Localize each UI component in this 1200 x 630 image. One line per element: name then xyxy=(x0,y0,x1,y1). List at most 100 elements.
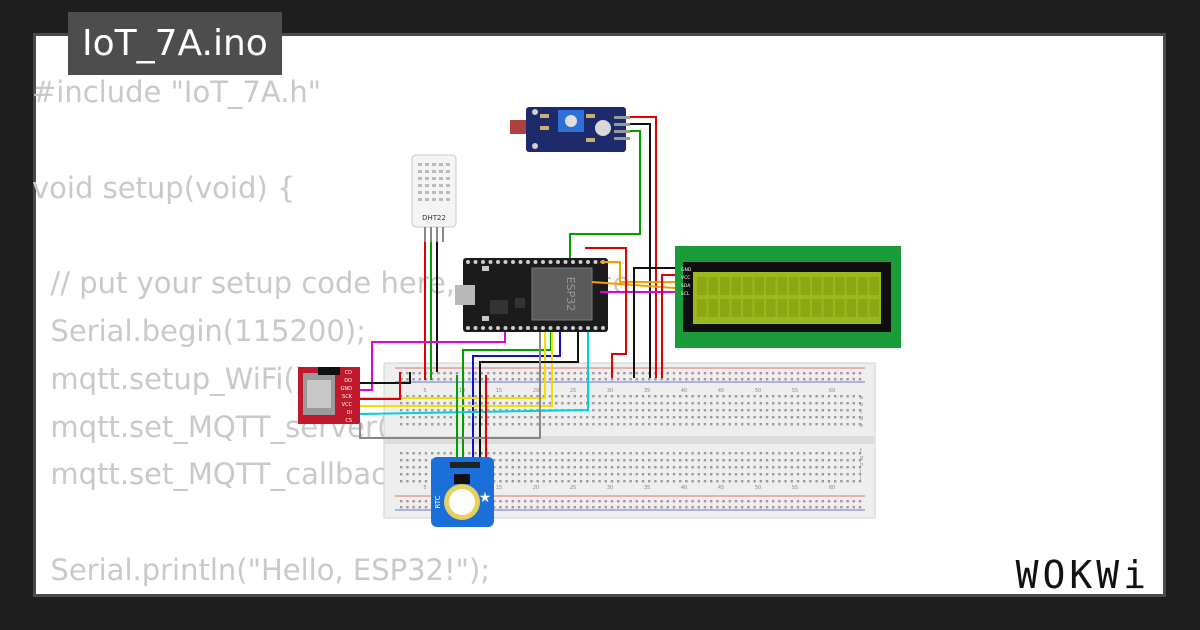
breadboard-hole xyxy=(759,372,762,375)
breadboard-hole xyxy=(598,409,601,412)
breadboard-column-number: 60 xyxy=(829,388,835,394)
lcd-cell xyxy=(697,277,707,295)
breadboard-hole xyxy=(759,506,762,509)
breadboard-hole xyxy=(536,395,539,398)
breadboard-hole xyxy=(418,500,421,503)
breadboard-hole xyxy=(418,459,421,462)
breadboard-hole xyxy=(542,378,545,381)
breadboard-hole xyxy=(418,466,421,469)
lcd-cell xyxy=(846,277,856,295)
dht22-vent xyxy=(425,184,429,187)
sd-pin-label: CD xyxy=(345,370,352,376)
lcd-cell xyxy=(731,299,741,317)
breadboard-column-number: 40 xyxy=(681,485,687,491)
breadboard-hole xyxy=(747,409,750,412)
breadboard-hole xyxy=(623,452,626,455)
breadboard-hole xyxy=(666,416,669,419)
breadboard-hole xyxy=(840,473,843,476)
breadboard-hole xyxy=(716,506,719,509)
breadboard-hole xyxy=(790,473,793,476)
breadboard-hole xyxy=(573,402,576,405)
breadboard-hole xyxy=(753,372,756,375)
dht22-vent-grid xyxy=(418,163,450,201)
breadboard-hole xyxy=(598,402,601,405)
breadboard-hole xyxy=(784,506,787,509)
breadboard-hole xyxy=(493,372,496,375)
breadboard-hole xyxy=(803,452,806,455)
breadboard-hole xyxy=(412,500,415,503)
breadboard-hole xyxy=(468,409,471,412)
breadboard-hole xyxy=(716,452,719,455)
breadboard-hole xyxy=(685,466,688,469)
breadboard-hole xyxy=(753,480,756,483)
breadboard-hole xyxy=(796,372,800,375)
breadboard-hole xyxy=(555,500,558,503)
breadboard-hole xyxy=(561,402,564,405)
breadboard-hole xyxy=(679,480,682,483)
breadboard-hole xyxy=(561,500,564,503)
breadboard-hole xyxy=(536,466,539,469)
breadboard-hole xyxy=(809,500,812,503)
breadboard-hole xyxy=(815,459,818,462)
breadboard-hole xyxy=(772,409,775,412)
code-line: void setup(void) { xyxy=(32,170,296,205)
breadboard-hole xyxy=(635,395,638,398)
breadboard-hole xyxy=(809,402,812,405)
breadboard-hole xyxy=(648,395,651,398)
breadboard-hole xyxy=(827,452,831,455)
breadboard-hole xyxy=(765,473,769,476)
breadboard-hole xyxy=(629,395,632,398)
breadboard-hole xyxy=(567,459,570,462)
breadboard-hole xyxy=(443,372,446,375)
breadboard-hole xyxy=(815,452,818,455)
breadboard-hole xyxy=(784,480,787,483)
lcd-cell xyxy=(789,299,799,317)
breadboard-hole xyxy=(641,466,645,469)
breadboard-hole xyxy=(505,395,508,398)
breadboard-hole xyxy=(858,480,862,483)
breadboard-hole xyxy=(778,459,781,462)
breadboard-hole xyxy=(734,466,738,469)
breadboard-hole xyxy=(722,500,725,503)
breadboard-hole xyxy=(424,459,428,462)
breadboard-hole xyxy=(474,378,477,381)
breadboard-hole xyxy=(765,395,769,398)
breadboard-hole xyxy=(685,402,688,405)
breadboard-hole xyxy=(852,372,855,375)
breadboard-hole xyxy=(784,395,787,398)
breadboard-hole xyxy=(468,416,471,419)
breadboard-hole xyxy=(499,378,502,381)
lcd-pin-label: SCL xyxy=(681,291,690,297)
breadboard-hole xyxy=(765,378,769,381)
breadboard-hole xyxy=(499,452,502,455)
breadboard-hole xyxy=(722,473,725,476)
breadboard-hole xyxy=(821,378,824,381)
breadboard-hole xyxy=(784,466,787,469)
breadboard-hole xyxy=(753,402,756,405)
esp32-pin xyxy=(481,260,485,264)
dht22-vent xyxy=(432,198,436,201)
breadboard-hole xyxy=(474,372,477,375)
esp32-pin xyxy=(466,326,470,330)
breadboard-hole xyxy=(480,409,483,412)
breadboard-hole xyxy=(579,500,583,503)
breadboard-hole xyxy=(579,378,583,381)
breadboard-hole xyxy=(846,480,849,483)
dht22-vent xyxy=(439,191,443,194)
breadboard-hole xyxy=(604,473,607,476)
breadboard-row-letter: i xyxy=(860,469,861,475)
breadboard-column-number: 5 xyxy=(423,388,426,394)
breadboard-hole xyxy=(586,506,589,509)
breadboard-hole xyxy=(604,395,607,398)
breadboard-hole xyxy=(772,452,775,455)
breadboard-hole xyxy=(654,409,657,412)
breadboard-hole xyxy=(741,452,744,455)
breadboard-hole xyxy=(716,402,719,405)
breadboard-hole xyxy=(443,409,446,412)
breadboard-hole xyxy=(734,506,738,509)
breadboard-hole xyxy=(530,459,533,462)
lcd-pin-label: SDA xyxy=(681,283,691,289)
breadboard-hole xyxy=(753,409,756,412)
breadboard-hole xyxy=(852,480,855,483)
breadboard-hole xyxy=(641,409,645,412)
